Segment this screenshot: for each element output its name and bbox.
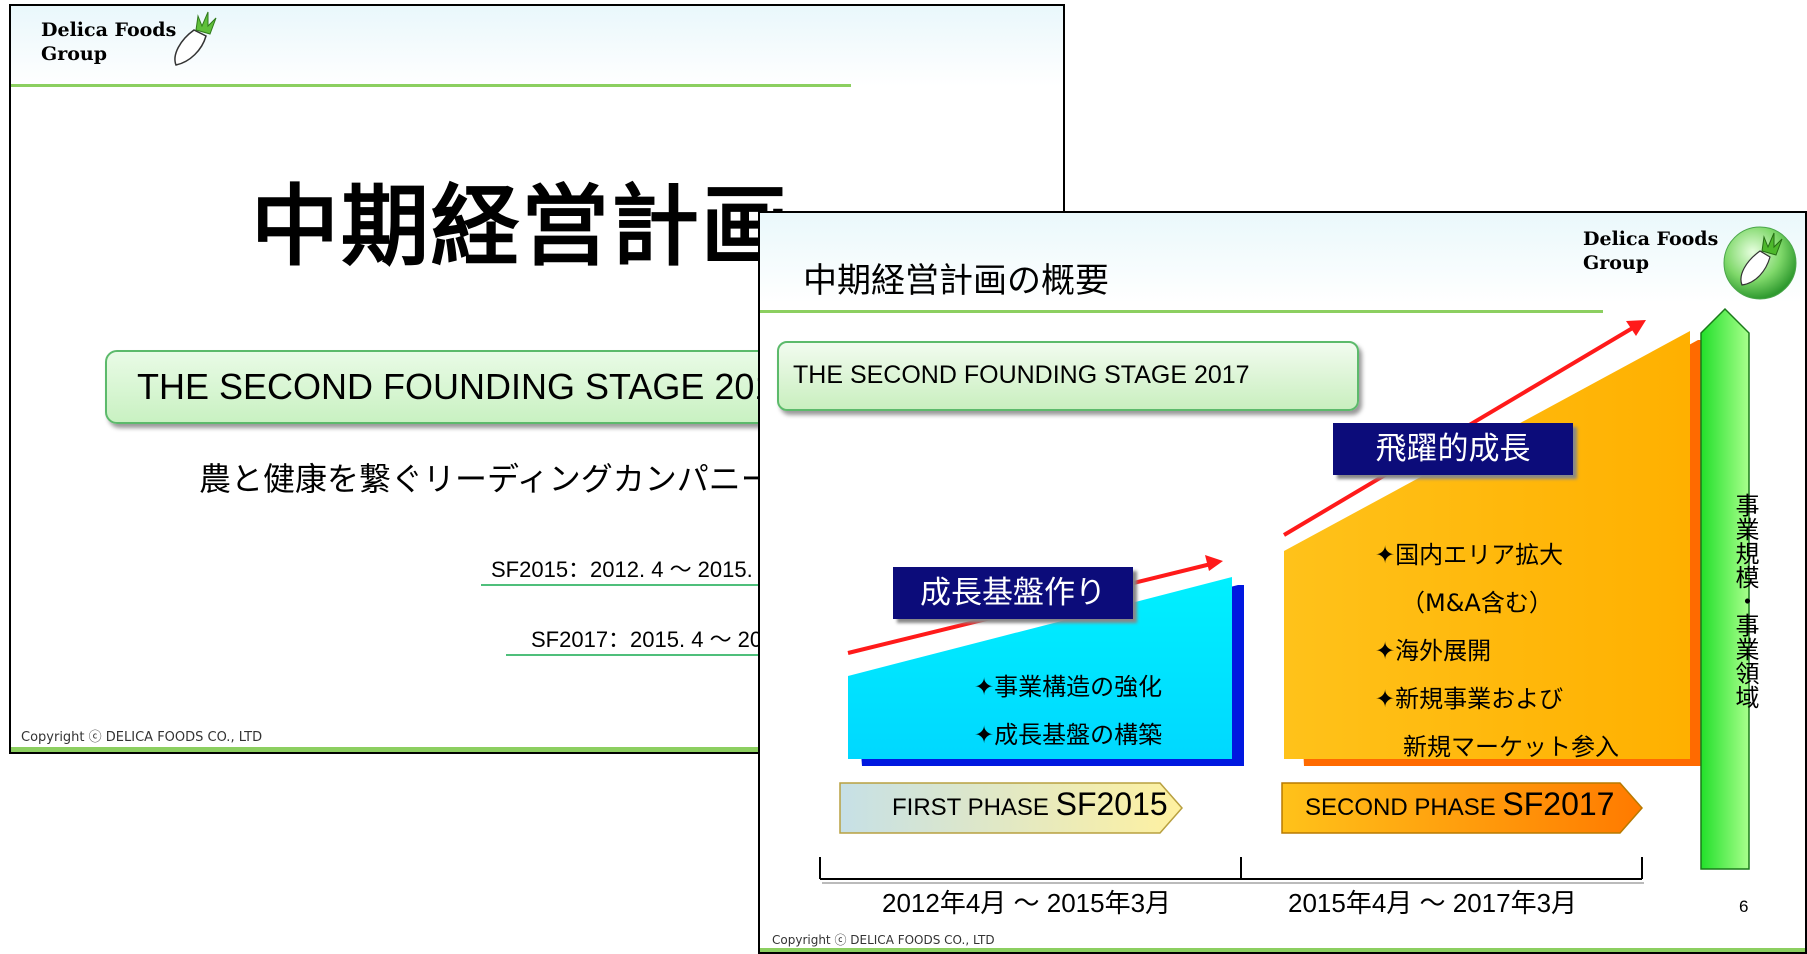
slide-subtitle: 農と健康を繋ぐリーディングカンパニー bbox=[199, 460, 773, 498]
timeline-bracket bbox=[819, 857, 1643, 880]
phase1-item: ✦事業構造の強化 bbox=[974, 673, 1163, 701]
growth-diagram bbox=[819, 307, 1750, 884]
stage-banner-label: THE SECOND FOUNDING STAGE 2017 bbox=[793, 361, 1250, 389]
footer-bar bbox=[760, 948, 1805, 952]
scale-arrow bbox=[1700, 307, 1750, 870]
copyright: Copyright ⓒ DELICA FOODS CO., LTD bbox=[772, 933, 995, 947]
radish-logo-icon bbox=[174, 11, 217, 66]
header-divider bbox=[760, 310, 1603, 313]
page-number: 6 bbox=[1739, 897, 1749, 916]
overview-slide: 中期経営計画の概要 Delica Foods Group THE SECOND … bbox=[758, 211, 1807, 954]
period-sf2015: SF2015：2012. 4 〜 2015. 3 bbox=[491, 557, 772, 582]
banner-growth-foundation: 成長基盤作り bbox=[893, 567, 1133, 619]
company-logo-text: Delica Foods Group bbox=[41, 19, 177, 65]
stage-banner: THE SECOND FOUNDING STAGE 2017 bbox=[777, 341, 1359, 411]
banner-rapid-growth: 飛躍的成長 bbox=[1333, 423, 1573, 475]
phase1-date-range: 2012年4月 〜 2015年3月 bbox=[882, 888, 1172, 918]
footer-bar bbox=[11, 747, 1063, 752]
phase1-arrow bbox=[839, 782, 1183, 834]
phase2-item: （M&A含む） bbox=[1401, 589, 1553, 617]
header-divider bbox=[11, 84, 851, 87]
phase2-item: ✦新規事業および bbox=[1375, 685, 1564, 713]
phase2-item: ✦国内エリア拡大 bbox=[1375, 541, 1564, 569]
copyright: Copyright ⓒ DELICA FOODS CO., LTD bbox=[21, 730, 263, 745]
slide-title: 中期経営計画 bbox=[251, 174, 792, 278]
phase2-label: SECOND PHASE SF2017 bbox=[1305, 786, 1615, 822]
company-logo-text: Delica Foods Group bbox=[1583, 228, 1719, 274]
scale-arrow-label: 事業規模・事業領域 bbox=[1731, 493, 1759, 709]
phase1-block bbox=[848, 577, 1232, 759]
phase2-block bbox=[1284, 331, 1690, 759]
phase1-label: FIRST PHASE SF2015 bbox=[892, 786, 1168, 822]
radish-globe-logo-icon bbox=[1723, 226, 1797, 300]
slide-title: 中期経営計画の概要 bbox=[803, 261, 1109, 301]
phase2-item: 新規マーケット参入 bbox=[1403, 733, 1619, 761]
phase1-item: ✦成長基盤の構築 bbox=[974, 721, 1163, 749]
phase2-item: ✦海外展開 bbox=[1375, 637, 1492, 665]
phase2-arrow bbox=[1281, 782, 1643, 834]
stage-banner-label: THE SECOND FOUNDING STAGE 2017 bbox=[137, 366, 795, 407]
phase2-date-range: 2015年4月 〜 2017年3月 bbox=[1288, 888, 1578, 918]
